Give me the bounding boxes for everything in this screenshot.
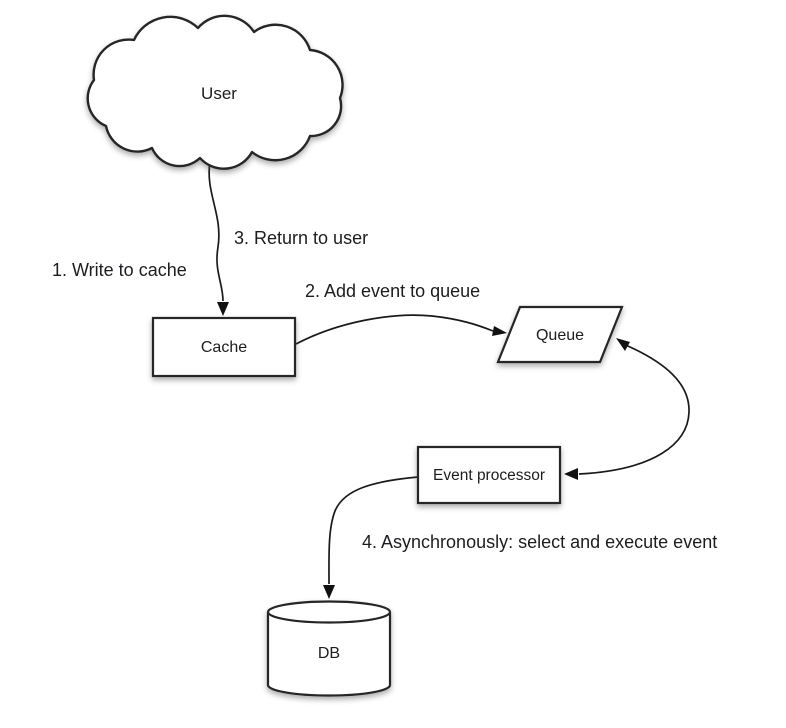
node-event-processor: Event processor (416, 445, 562, 505)
cache-label: Cache (201, 339, 247, 356)
edge-queue-event-processor (564, 338, 690, 480)
event-processor-label: Event processor (433, 467, 545, 484)
event-processor-box-shape (416, 445, 562, 505)
node-cache: Cache (151, 316, 297, 378)
edge-user-cache-line (208, 160, 224, 302)
arrowhead-into-queue-right-icon (616, 338, 630, 351)
db-cylinder-top-shape (266, 600, 392, 624)
arrowhead-into-event-processor-icon (564, 468, 578, 480)
db-cylinder-body-shape (266, 612, 392, 697)
cache-box-shape (151, 316, 297, 378)
edge-queue-event-processor-line (578, 342, 690, 475)
edge-event-processor-db (323, 476, 419, 599)
edge-label-step4: 4. Asynchronously: select and execute ev… (362, 532, 717, 552)
edge-event-processor-db-line (328, 476, 419, 585)
node-user: User (86, 14, 344, 170)
edge-label-step3: 3. Return to user (234, 228, 368, 248)
user-cloud-shape (86, 14, 344, 170)
edge-label-step1: 1. Write to cache (52, 260, 187, 280)
edge-label-step2: 2. Add event to queue (305, 281, 480, 301)
queue-parallelogram-shape (496, 305, 624, 364)
node-queue: Queue (496, 305, 624, 364)
edge-cache-queue (295, 314, 507, 345)
user-label: User (201, 84, 237, 103)
db-label: DB (318, 645, 340, 662)
arrowhead-into-db-icon (323, 585, 335, 599)
node-db: DB (266, 600, 392, 697)
arrowhead-into-cache-icon (217, 302, 229, 316)
arrowhead-into-queue-left-icon (492, 326, 507, 336)
queue-label: Queue (536, 327, 584, 344)
edge-user-cache (208, 160, 229, 316)
edge-cache-queue-line (295, 314, 494, 345)
